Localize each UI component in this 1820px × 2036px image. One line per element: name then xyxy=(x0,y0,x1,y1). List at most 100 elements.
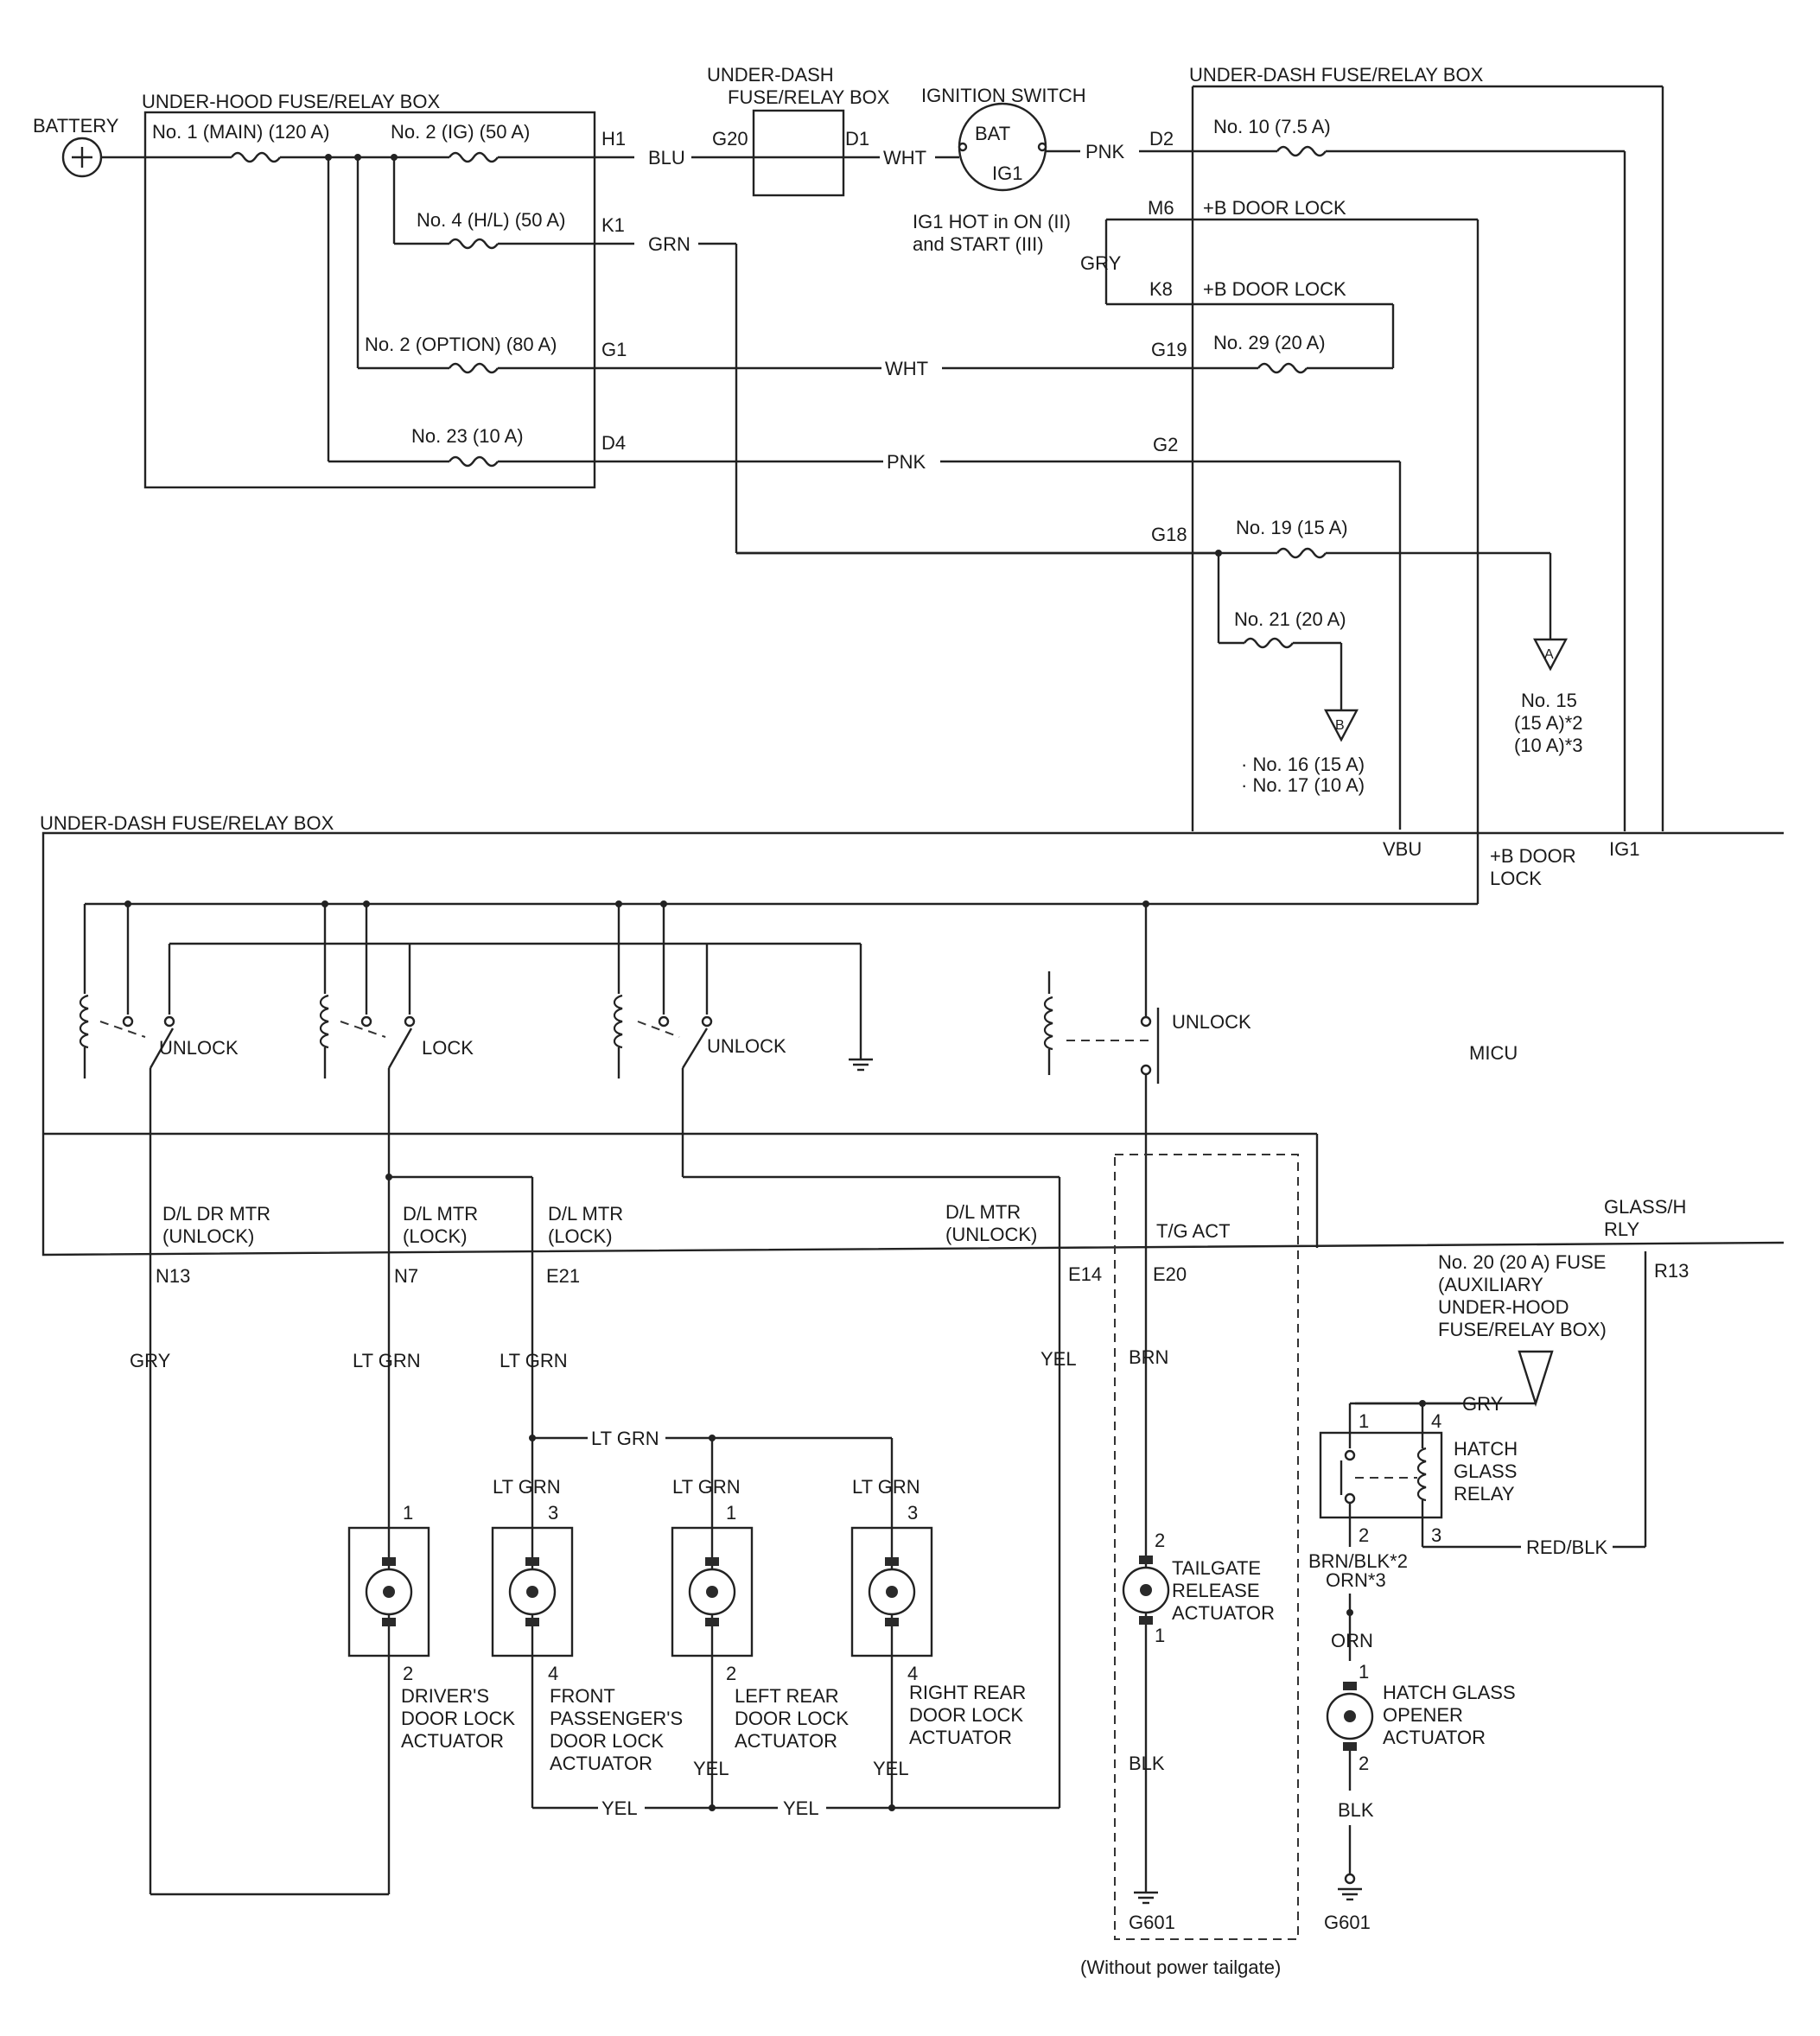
lr-name-1: LEFT REAR xyxy=(735,1685,839,1707)
wire-color-orn3: ORN*3 xyxy=(1326,1569,1386,1591)
ig1-note-2: and START (III) xyxy=(913,233,1044,255)
rr-name-1: RIGHT REAR xyxy=(909,1682,1026,1703)
relay-unlock-tg-label: UNLOCK xyxy=(1172,1011,1251,1033)
circuit-dl-dr-unlock-1: D/L DR MTR xyxy=(162,1203,270,1225)
underdash-fuse-box-small xyxy=(752,109,845,197)
connector-e21: E21 xyxy=(546,1265,580,1287)
circuit-dl-lock-1a: D/L MTR xyxy=(403,1203,478,1225)
fp-pin-top: 3 xyxy=(548,1502,558,1524)
wire-color-ltgrn-lr: LT GRN xyxy=(672,1476,741,1498)
hatch-relay-name-2: GLASS xyxy=(1454,1460,1517,1482)
hg-name-3: ACTUATOR xyxy=(1383,1727,1486,1748)
without-power-tailgate-region xyxy=(1114,1154,1299,1940)
fp-name-3: DOOR LOCK xyxy=(550,1730,664,1752)
underdash-main-label: UNDER-DASH FUSE/RELAY BOX xyxy=(40,812,334,834)
wire-color-wht-mid: WHT xyxy=(885,358,928,379)
terminal-b-label: B xyxy=(1335,718,1345,733)
wire-color-pnk-top: PNK xyxy=(1085,141,1125,162)
connector-r13: R13 xyxy=(1654,1260,1689,1282)
rr-name-2: DOOR LOCK xyxy=(909,1704,1023,1726)
wire-color-gry-n13: GRY xyxy=(130,1350,171,1371)
lr-pin-top: 1 xyxy=(726,1502,736,1524)
connector-g19: G19 xyxy=(1151,339,1187,360)
tg-name-2: RELEASE xyxy=(1172,1580,1260,1601)
fuse-no15-3: (10 A)*3 xyxy=(1514,735,1583,756)
lr-name-2: DOOR LOCK xyxy=(735,1708,849,1729)
wire-color-blk-hg: BLK xyxy=(1338,1799,1374,1821)
fuse-no19-label: No. 19 (15 A) xyxy=(1236,517,1348,538)
underhood-box-label: UNDER-HOOD FUSE/RELAY BOX xyxy=(142,91,440,112)
tg-name-1: TAILGATE xyxy=(1172,1557,1261,1579)
hg-name-1: HATCH GLASS xyxy=(1383,1682,1516,1703)
terminal-a-label: A xyxy=(1544,647,1554,662)
underhood-fuse-box xyxy=(143,111,596,489)
wire-color-ltgrn-rr: LT GRN xyxy=(852,1476,920,1498)
rr-pin-bottom: 4 xyxy=(907,1663,918,1684)
ignition-ig1-label: IG1 xyxy=(992,162,1022,184)
bdoor-lock-label-1: +B DOOR LOCK xyxy=(1203,197,1346,219)
hatch-relay-name-1: HATCH xyxy=(1454,1438,1518,1460)
circuit-dl-lock-2b: (LOCK) xyxy=(548,1225,613,1247)
fuse-no10-label: No. 10 (7.5 A) xyxy=(1213,116,1331,137)
fuse-no2-ig-label: No. 2 (IG) (50 A) xyxy=(391,121,530,143)
terminal-a-marker xyxy=(1533,638,1568,671)
fuse-no4-label: No. 4 (H/L) (50 A) xyxy=(417,209,565,231)
bdoor-lock-label-2: +B DOOR LOCK xyxy=(1203,278,1346,300)
connector-h1: H1 xyxy=(601,128,626,150)
tailgate-release-actuator: 2 1 TAILGATE RELEASE ACTUATOR xyxy=(1122,1530,1275,1646)
wire-color-blk-tg: BLK xyxy=(1129,1753,1165,1774)
relay-pin-1: 1 xyxy=(1359,1410,1369,1432)
battery-label: BATTERY xyxy=(33,115,119,137)
circuit-dl-unlock-a: D/L MTR xyxy=(945,1201,1021,1223)
connector-g20: G20 xyxy=(712,128,748,150)
connector-k1: K1 xyxy=(601,214,625,236)
wire-color-yel-rr: YEL xyxy=(873,1758,909,1779)
connector-d2: D2 xyxy=(1149,128,1174,150)
connector-g2: G2 xyxy=(1153,434,1178,455)
driver-pin-top: 1 xyxy=(403,1502,413,1524)
underdash-small-label-1: UNDER-DASH xyxy=(707,64,834,86)
fuse-no17-label: · No. 17 (10 A) xyxy=(1241,774,1365,796)
circuit-dl-lock-1b: (LOCK) xyxy=(403,1225,468,1247)
fuse-no15-1: No. 15 xyxy=(1521,690,1577,711)
driver-name-2: DOOR LOCK xyxy=(401,1708,515,1729)
wire-color-ltgrn-e21: LT GRN xyxy=(500,1350,568,1371)
wire-color-yel-bot1: YEL xyxy=(601,1797,638,1819)
driver-name-3: ACTUATOR xyxy=(401,1730,504,1752)
tg-pin-top: 2 xyxy=(1155,1530,1165,1551)
hatch-glass-relay xyxy=(1319,1431,1443,1519)
fuse-no21-label: No. 21 (20 A) xyxy=(1234,608,1346,630)
fuse-no1-label: No. 1 (MAIN) (120 A) xyxy=(152,121,329,143)
tg-pin-bottom: 1 xyxy=(1155,1625,1165,1646)
wire-color-redblk: RED/BLK xyxy=(1526,1537,1607,1558)
ig1-in-label: IG1 xyxy=(1609,838,1639,860)
micu-box xyxy=(41,831,1785,1257)
bdoor-in-label-2: LOCK xyxy=(1490,868,1542,889)
connector-n7: N7 xyxy=(394,1265,418,1287)
fuse-no20-1: No. 20 (20 A) FUSE xyxy=(1438,1251,1606,1273)
wire-color-ltgrn-fp: LT GRN xyxy=(493,1476,561,1498)
wire-color-gry-relay: GRY xyxy=(1462,1393,1504,1415)
left-rear-door-lock-actuator: 1 2 LEFT REAR DOOR LOCK ACTUATOR xyxy=(671,1502,849,1752)
fuse-no20-4: FUSE/RELAY BOX) xyxy=(1438,1319,1607,1340)
ground-g601-a: G601 xyxy=(1129,1912,1175,1933)
bdoor-in-label-1: +B DOOR xyxy=(1490,845,1576,867)
connector-d1: D1 xyxy=(845,128,869,150)
relay-unlock-2-label: UNLOCK xyxy=(707,1035,786,1057)
wire-color-brn: BRN xyxy=(1129,1346,1168,1368)
fp-name-2: PASSENGER'S xyxy=(550,1708,683,1729)
connector-m6: M6 xyxy=(1148,197,1174,219)
hg-name-2: OPENER xyxy=(1383,1704,1463,1726)
circuit-dl-dr-unlock-2: (UNLOCK) xyxy=(162,1225,254,1247)
fuse-no2-option-label: No. 2 (OPTION) (80 A) xyxy=(365,334,557,355)
underdash-small-label-2: FUSE/RELAY BOX xyxy=(728,86,890,108)
wire-color-orn: ORN xyxy=(1331,1630,1373,1651)
rr-name-3: ACTUATOR xyxy=(909,1727,1012,1748)
circuit-glass-rly-2: RLY xyxy=(1604,1218,1639,1240)
circuit-glass-rly-1: GLASS/H xyxy=(1604,1196,1686,1218)
relay-pin-2: 2 xyxy=(1359,1524,1369,1546)
circuit-dl-unlock-b: (UNLOCK) xyxy=(945,1224,1037,1245)
circuit-dl-lock-2a: D/L MTR xyxy=(548,1203,623,1225)
wire-color-gry-top: GRY xyxy=(1080,252,1122,274)
